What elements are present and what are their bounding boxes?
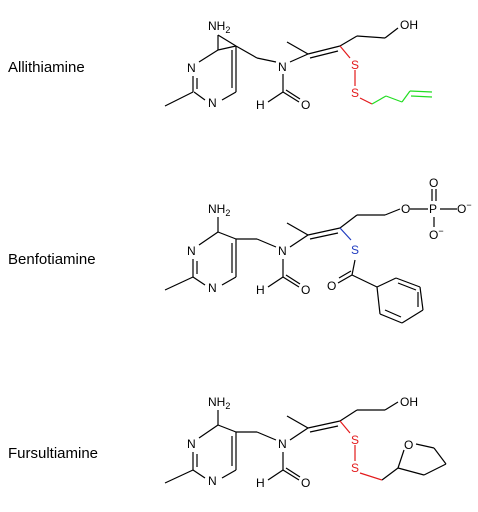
amide-nitrogen: N (278, 244, 287, 258)
bond-lines (164, 27, 399, 107)
ring-nitrogen-2: N (208, 96, 217, 110)
carbonyl-oxygen: O (327, 279, 336, 293)
amide-nitrogen: N (278, 60, 287, 74)
formyl-hydrogen: H (256, 98, 265, 112)
ring-nitrogen-2: N (208, 281, 217, 295)
molecule-fursultiamine: Fursultiamine (0, 340, 478, 512)
formyl-hydrogen: H (256, 283, 265, 297)
sulfur-2: S (351, 86, 359, 100)
molecule-name: Benfotiamine (8, 251, 96, 268)
formyl-oxygen: O (301, 283, 310, 297)
molecule-name: Fursultiamine (8, 445, 99, 462)
phosphate-oxygen-right: O− (457, 200, 472, 216)
allithiamine-structure: NH2 N N N H O S S OH (164, 18, 433, 112)
sulfur-thioester: S (351, 243, 359, 257)
fursultiamine-structure: NH2 N N N H O S S OH O (164, 395, 447, 490)
hydroxyl-label: OH (400, 395, 418, 409)
allyl-group (371, 90, 433, 105)
formyl-oxygen: O (301, 476, 310, 490)
thioester-bonds (339, 227, 352, 241)
ring-nitrogen-1: N (187, 437, 196, 451)
molecule-benfotiamine: Benfotiamine (0, 165, 478, 340)
benfotiamine-structure: NH2 N N N H O S O O P O O− O− (164, 176, 472, 324)
thf-ring-oxygen: O (404, 438, 413, 452)
phosphate-link-oxygen: O (401, 202, 410, 216)
phosphate-oxygen-top: O (429, 176, 438, 190)
ring-nitrogen-1: N (187, 61, 196, 75)
sulfur-2: S (351, 461, 359, 475)
amine-label: NH2 (208, 19, 230, 35)
bond-lines (164, 189, 457, 324)
formyl-hydrogen: H (256, 476, 265, 490)
molecule-allithiamine: Allithiamine (0, 0, 478, 165)
ring-nitrogen-1: N (187, 244, 196, 258)
sulfur-1: S (351, 433, 359, 447)
phosphate-oxygen-bottom: O− (429, 226, 444, 242)
sulfur-1: S (351, 58, 359, 72)
amide-nitrogen: N (278, 437, 287, 451)
phosphorus-label: P (429, 202, 437, 216)
formyl-oxygen: O (301, 98, 310, 112)
amine-label: NH2 (208, 395, 230, 411)
disulfide-bonds (339, 45, 373, 105)
molecule-name: Allithiamine (8, 59, 85, 76)
disulfide-bonds (339, 420, 383, 481)
hydroxyl-label: OH (400, 18, 418, 32)
bond-lines (164, 401, 447, 484)
ring-nitrogen-2: N (208, 474, 217, 488)
amine-label: NH2 (208, 202, 230, 218)
